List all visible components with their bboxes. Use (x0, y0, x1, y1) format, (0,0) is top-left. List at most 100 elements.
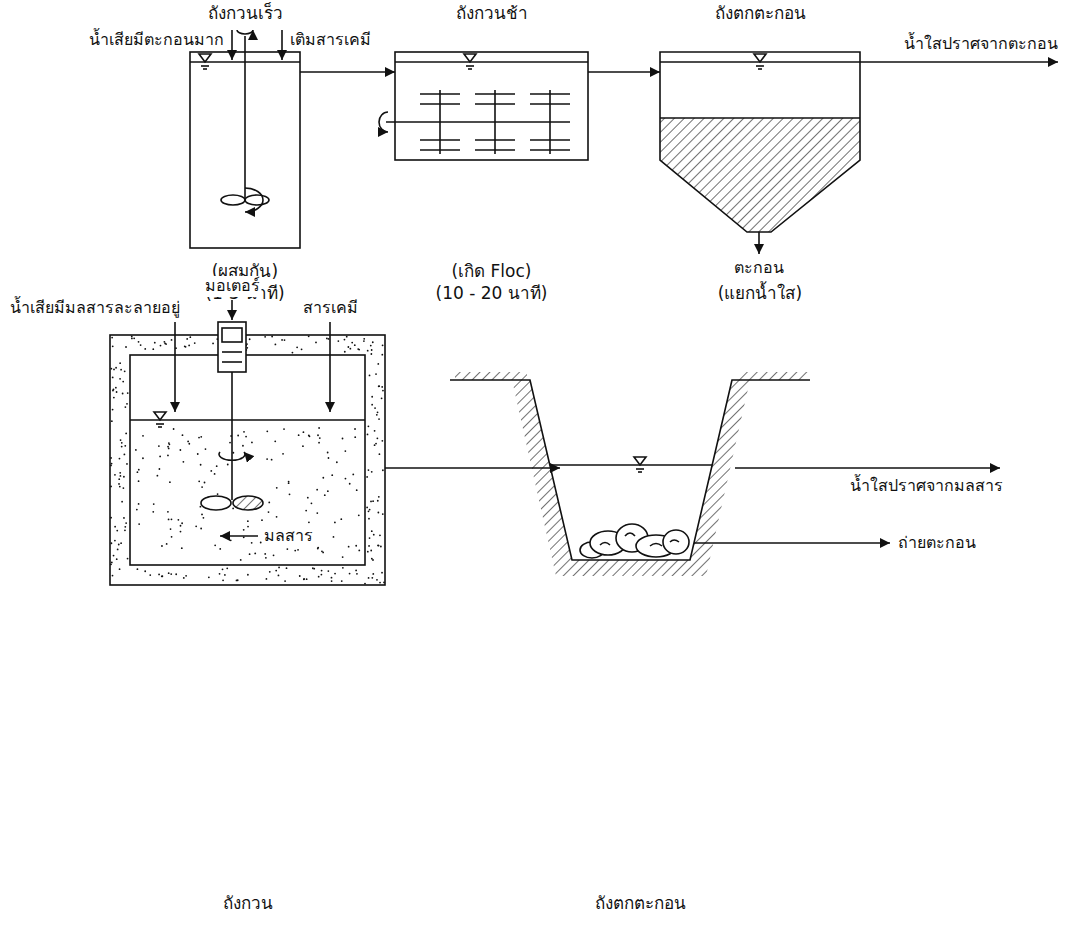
callout-label: สารเคมี (301, 298, 360, 319)
stipple-dot (318, 442, 320, 444)
stipple-dot (318, 576, 320, 578)
stipple-dot (138, 341, 140, 343)
stipple-dot (268, 502, 270, 504)
flow-arrow (300, 71, 395, 73)
stipple-dot (296, 346, 298, 348)
stipple-dot (123, 453, 125, 455)
stipple-dot (124, 445, 126, 447)
stipple-dot (144, 348, 146, 350)
stipple-dot (251, 542, 253, 544)
stipple-dot (124, 529, 126, 531)
stipple-dot (120, 369, 122, 371)
callout-label: น้ำใสปราศจากตะกอน (902, 34, 1060, 55)
stipple-dot (137, 471, 139, 473)
stipple-dot (156, 475, 158, 477)
stipple-dot (118, 483, 120, 485)
stipple-dot (366, 507, 368, 509)
stipple-dot (356, 489, 358, 491)
stipple-dot (236, 580, 238, 582)
stipple-dot (367, 350, 369, 352)
stipple-dot (159, 455, 161, 457)
stipple-dot (240, 559, 242, 561)
callout-label: น้ำใสปราศจากมลสาร (848, 476, 1005, 497)
stipple-dot (121, 501, 123, 503)
stipple-dot (378, 545, 380, 547)
stipple-dot (182, 461, 184, 463)
stipple-dot (164, 342, 166, 344)
stipple-dot (381, 397, 383, 399)
stipple-dot (131, 335, 133, 337)
stipple-dot (341, 580, 343, 582)
stipple-dot (137, 568, 139, 570)
stipple-dot (367, 433, 369, 435)
stipple-dot (138, 523, 140, 525)
stipple-dot (358, 514, 360, 516)
stipple-dot (120, 439, 122, 441)
stipple-dot (158, 574, 160, 576)
stipple-dot (368, 545, 370, 547)
stipple-dot (136, 509, 138, 511)
stipple-dot (249, 338, 251, 340)
stipple-dot (154, 342, 156, 344)
stipple-dot (168, 572, 170, 574)
stipple-dot (377, 363, 379, 365)
stipple-dot (308, 521, 310, 523)
stipple-dot (327, 452, 329, 454)
stipple-dot (122, 393, 124, 395)
stipple-dot (327, 570, 329, 572)
stipple-dot (327, 490, 329, 492)
stipple-dot (309, 435, 311, 437)
stipple-dot (181, 522, 183, 524)
stipple-dot (138, 469, 140, 471)
stipple-dot (114, 540, 116, 542)
tank-title: ถังตกตะกอน (715, 2, 806, 24)
stipple-dot (274, 440, 276, 442)
stipple-dot (187, 441, 189, 443)
stipple-dot (303, 578, 305, 580)
stipple-dot (111, 463, 113, 465)
stipple-dot (182, 434, 184, 436)
stipple-dot (354, 428, 356, 430)
stipple-dot (161, 575, 163, 577)
stipple-dot (112, 575, 114, 577)
stipple-dot (222, 579, 224, 581)
stipple-dot (195, 525, 197, 527)
stipple-dot (171, 518, 173, 520)
stipple-dot (125, 522, 127, 524)
stipple-dot (273, 554, 275, 556)
stipple-dot (112, 409, 114, 411)
stipple-dot (344, 351, 346, 353)
stipple-dot (169, 481, 171, 483)
stipple-dot (355, 570, 357, 572)
stipple-dot (125, 346, 127, 348)
tank-caption: (10 - 20 นาที) (436, 282, 548, 304)
stipple-dot (358, 349, 360, 351)
stipple-dot (120, 542, 122, 544)
stipple-dot (286, 567, 288, 569)
stipple-dot (247, 526, 249, 528)
stipple-dot (203, 517, 205, 519)
stipple-dot (364, 583, 366, 585)
stipple-dot (342, 556, 344, 558)
stipple-dot (113, 555, 115, 557)
stipple-dot (266, 458, 268, 460)
stipple-dot (138, 503, 140, 505)
stipple-dot (237, 435, 239, 437)
stipple-dot (142, 435, 144, 437)
stipple-dot (368, 469, 370, 471)
stipple-dot (204, 482, 206, 484)
stipple-dot (116, 391, 118, 393)
stipple-dot (140, 344, 142, 346)
stipple-dot (369, 537, 371, 539)
stipple-dot (214, 544, 216, 546)
stipple-dot (144, 570, 146, 572)
stipple-dot (317, 547, 319, 549)
stipple-dot (271, 459, 273, 461)
stipple-dot (201, 486, 203, 488)
stipple-dot (131, 337, 133, 339)
stipple-dot (125, 433, 127, 435)
stipple-dot (194, 342, 196, 344)
stipple-dot (367, 425, 369, 427)
stipple-dot (119, 475, 121, 477)
